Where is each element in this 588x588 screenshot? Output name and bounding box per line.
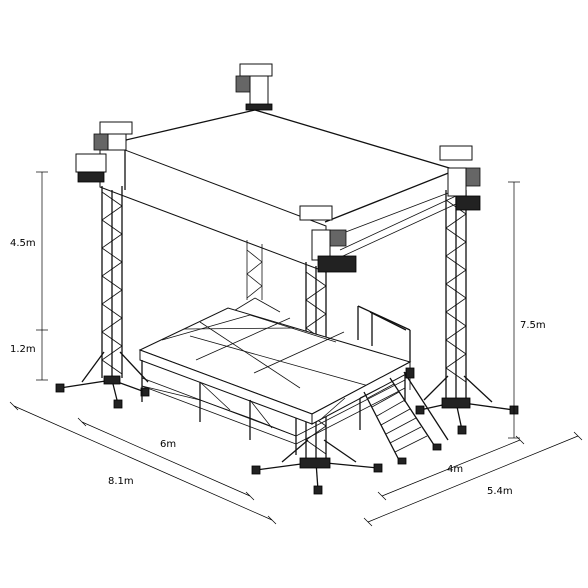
label-total-height: 7.5m: [520, 320, 546, 331]
dimension-stage-depth: [377, 435, 525, 501]
label-upper-height: 4.5m: [10, 238, 36, 249]
label-stage-height: 1.2m: [10, 344, 36, 355]
dimension-overall-depth: [363, 431, 583, 527]
winch-back: [235, 63, 273, 111]
tower-right: [415, 190, 519, 435]
dimension-right-vertical: [508, 181, 520, 439]
tower-back: [231, 240, 281, 313]
stairs: [363, 366, 449, 465]
winch-left: [75, 121, 133, 183]
label-overall-length: 8.1m: [108, 476, 134, 487]
dimension-stage-length: [77, 417, 255, 501]
label-stage-length: 6m: [160, 439, 176, 450]
stage-deck: [138, 305, 412, 455]
dimension-left-vertical: [36, 171, 48, 381]
label-overall-depth: 5.4m: [487, 486, 513, 497]
dimension-overall-length: [9, 401, 277, 525]
tower-left: [55, 186, 150, 409]
winch-right: [439, 145, 481, 211]
label-stage-depth: 4m: [447, 464, 463, 475]
winch-front: [299, 205, 357, 273]
front-banner: [99, 149, 327, 273]
roof: [99, 109, 457, 273]
